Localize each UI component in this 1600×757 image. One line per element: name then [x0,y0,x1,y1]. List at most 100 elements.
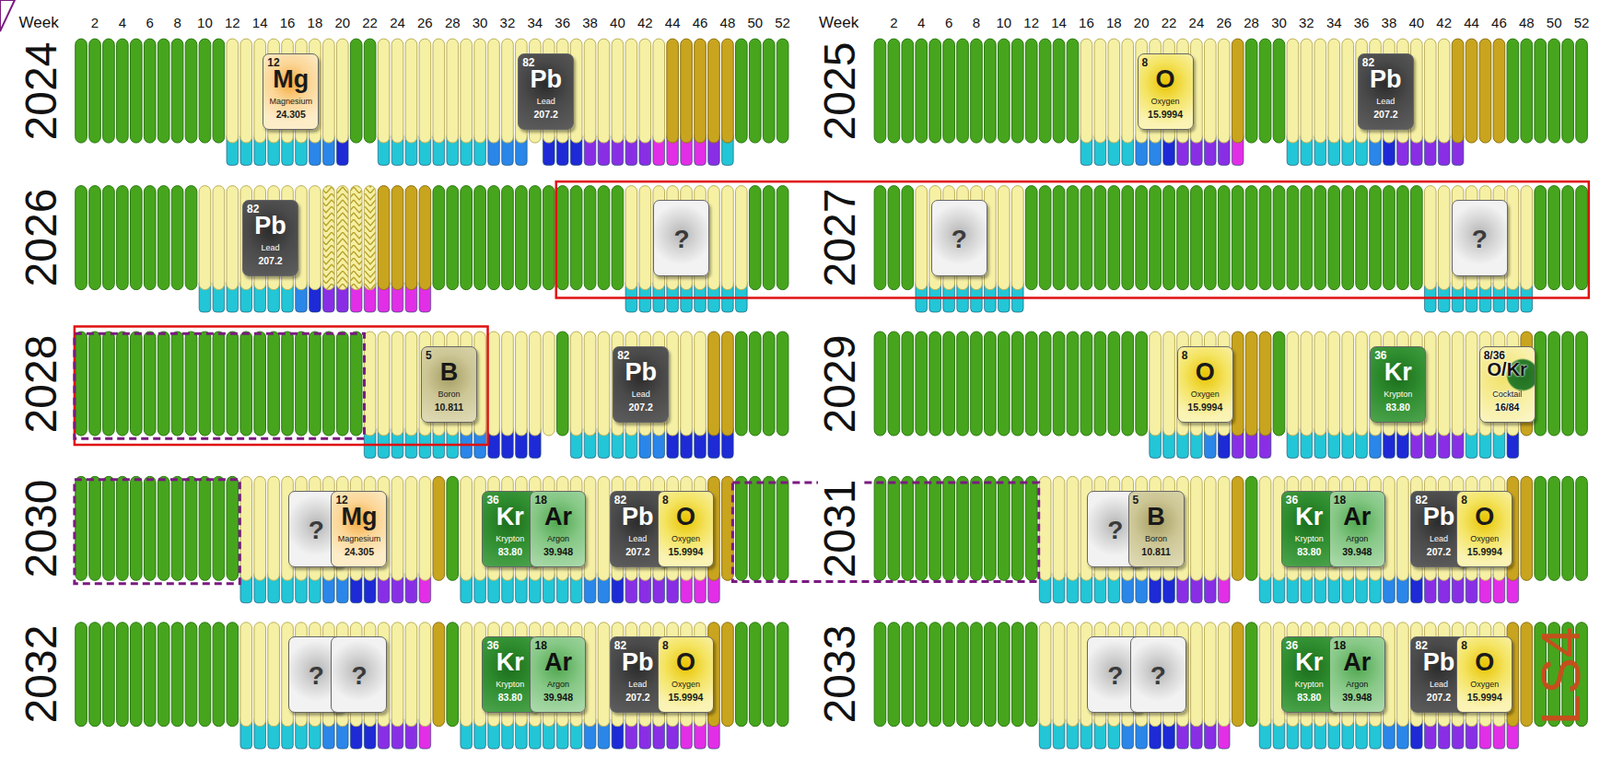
unknown-mark: ? [308,517,325,544]
week-pill [735,622,748,727]
week-pill [1562,476,1575,581]
element-symbol: O [676,504,696,530]
week-pill [1039,331,1052,436]
element-name: Lead [631,390,651,399]
week-pill [254,476,267,581]
element-name: Krypton [1295,535,1324,544]
week-pill [722,476,735,581]
week-pill [185,186,198,291]
week-pill [1314,186,1327,291]
week-pill [776,622,789,727]
element-symbol: O [676,650,696,676]
week-pill [1066,186,1079,291]
week-pill [680,38,693,143]
week-pill [212,186,225,291]
week-number: 4 [917,15,925,30]
element-symbol: Mg [340,504,377,530]
week-pill [1342,38,1355,143]
week-pill [1286,186,1299,291]
week-pill [874,186,887,291]
atomic-mass: 24.305 [344,547,374,558]
week-pill [198,38,211,143]
week-pill [1231,331,1244,436]
week-pill [1011,186,1024,291]
week-pill [748,186,761,291]
week-pill [1025,38,1038,143]
week-pill [915,476,928,581]
week-pill [226,186,239,291]
week-pill [653,38,666,143]
atomic-mass: 15.9994 [667,547,703,558]
week-pill [446,38,459,143]
week-pill [1506,38,1519,143]
element-symbol: B [1146,504,1166,530]
week-number: 16 [280,15,296,30]
week-pill [309,186,322,291]
element-card: 82PbLead207.2 [612,346,669,423]
unknown-mark: ? [1150,663,1167,690]
week-pill [776,186,789,291]
week-pill [625,38,638,143]
week-pill [1548,331,1561,436]
week-pill [116,38,129,143]
week-pill [874,622,887,727]
atomic-mass: 24.305 [276,109,306,120]
year-label: 2028 [19,332,64,435]
element-name: Magnesium [268,97,313,106]
element-name: Boron [437,390,460,399]
week-pill [611,186,624,291]
axis-title: Week [19,14,59,31]
atomic-number: 8 [1460,494,1468,506]
week-pill [419,38,432,143]
week-number: 18 [1106,15,1122,30]
week-pill [915,186,928,291]
week-pill [735,186,748,291]
week-pill [226,331,239,436]
week-pill [460,186,473,291]
element-name: Oxygen [1470,680,1499,690]
week-number: 48 [720,15,736,30]
element-name: Oxygen [1191,390,1220,399]
week-number: 40 [609,15,626,30]
dashed-frame [74,333,365,439]
week-pill [984,331,997,436]
week-number: 26 [417,15,433,30]
week-pill [722,622,735,727]
week-number: 22 [1161,15,1178,30]
week-number: 16 [1078,15,1095,30]
week-pill [157,38,170,143]
atomic-mass: 15.9994 [1147,109,1183,120]
week-pill [597,622,610,727]
week-pill [1259,331,1272,436]
week-pill [1011,38,1024,143]
week-pill [1231,476,1244,581]
week-pill [1025,331,1038,436]
week-pill [405,186,418,291]
week-pill [1534,38,1547,143]
week-pill [254,622,267,727]
element-card: ? [1130,636,1187,713]
week-pill [762,622,775,727]
element-card: 12MgMagnesium24.305 [330,490,387,568]
week-pill [1204,186,1217,291]
week-pill [901,476,914,581]
week-pill [943,38,956,143]
week-pill [762,331,775,436]
week-pill [1424,331,1437,436]
week-pill [1135,186,1148,291]
week-number: 14 [1051,15,1067,30]
week-pill [185,476,198,581]
week-pill [268,622,281,727]
week-pill [611,38,624,143]
atomic-mass: 207.2 [625,547,650,558]
atomic-number: 5 [425,350,433,362]
week-pill [1204,622,1217,727]
atomic-mass: 16/84 [1494,402,1519,413]
week-pill [1052,331,1065,436]
week-pill [1355,331,1368,436]
week-pill [708,186,721,291]
week-pill [583,622,596,727]
element-card: 36KrKrypton83.80 [1369,346,1426,423]
week-pill [680,331,693,436]
week-pill [1204,38,1217,143]
